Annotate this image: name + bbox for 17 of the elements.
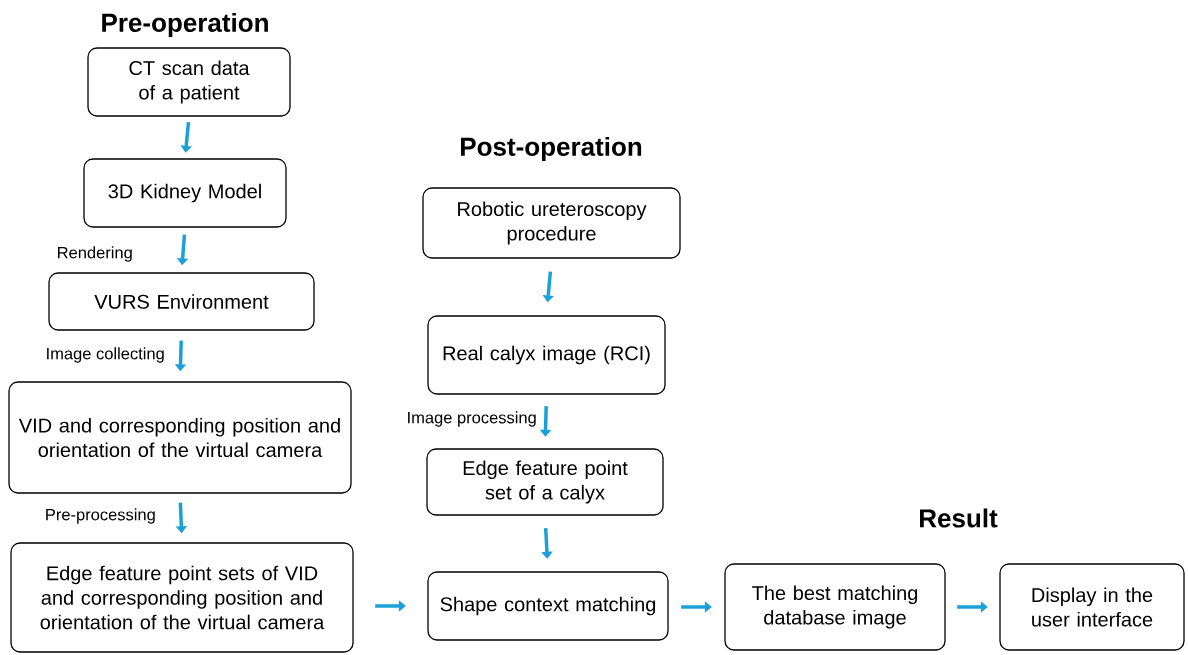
edge-label: Image collecting: [44, 346, 166, 364]
process-box: Edge feature point sets of VID and corresponding position and orientation of the virtual camera: [10, 542, 354, 653]
process-box: Display in the user interface: [999, 563, 1185, 651]
section-heading: Result: [920, 508, 998, 528]
process-box: Robotic ureteroscopy procedure: [422, 187, 681, 259]
edge-label: Rendering: [55, 245, 134, 263]
process-box: The best matching database image: [724, 563, 946, 651]
process-box: Edge feature point set of a calyx: [426, 448, 664, 516]
edge-label: Image processing: [405, 410, 538, 428]
section-heading: Post-operation: [461, 136, 642, 162]
process-box: Shape context matching: [427, 571, 669, 641]
process-box: Real calyx image (RCI): [427, 315, 666, 395]
process-box: VID and corresponding position and orientation of the virtual camera: [8, 381, 352, 494]
process-box: CT scan data of a patient: [87, 47, 291, 117]
process-box: VURS Environment: [48, 272, 315, 331]
edge-label: Pre-processing: [43, 507, 157, 525]
process-box: 3D Kidney Model: [83, 158, 287, 228]
